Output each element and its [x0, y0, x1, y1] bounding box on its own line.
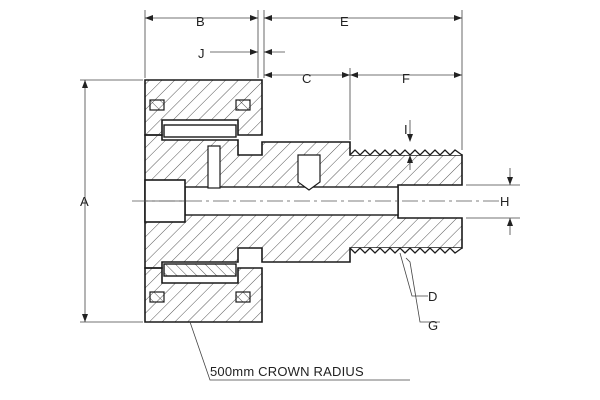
- dimension-c: C: [264, 71, 350, 86]
- leader-d: D: [399, 252, 437, 304]
- thread-top: [349, 149, 463, 156]
- needle-roller-bottom: [163, 263, 237, 277]
- outer-ring-bottom: [144, 267, 263, 323]
- extension-lines: [80, 10, 520, 323]
- label-i: I: [404, 122, 408, 137]
- dimension-a: A: [80, 80, 89, 322]
- label-a: A: [80, 194, 89, 209]
- label-j: J: [198, 46, 205, 61]
- dimension-i: I: [404, 120, 413, 170]
- crown-radius-note: 500mm CROWN RADIUS: [189, 321, 410, 381]
- dimension-e: E: [264, 14, 462, 29]
- seal-top-left: [149, 99, 165, 111]
- dimension-j: J: [198, 46, 285, 61]
- label-c: C: [302, 71, 311, 86]
- label-f: F: [402, 71, 410, 86]
- seal-bottom-left: [149, 291, 165, 303]
- leader-g: G: [405, 257, 440, 333]
- dimension-f: F: [350, 71, 462, 86]
- label-g: G: [428, 318, 438, 333]
- dimension-h: H: [500, 168, 513, 235]
- crown-radius-text: 500mm CROWN RADIUS: [210, 364, 364, 379]
- seal-top-right: [235, 99, 251, 111]
- dimension-b: B: [145, 14, 258, 29]
- label-b: B: [196, 14, 205, 29]
- needle-roller-top: [163, 124, 237, 138]
- thread-bottom: [349, 247, 463, 254]
- label-d: D: [428, 289, 437, 304]
- label-h: H: [500, 194, 509, 209]
- seal-bottom-right: [235, 291, 251, 303]
- label-e: E: [340, 14, 349, 29]
